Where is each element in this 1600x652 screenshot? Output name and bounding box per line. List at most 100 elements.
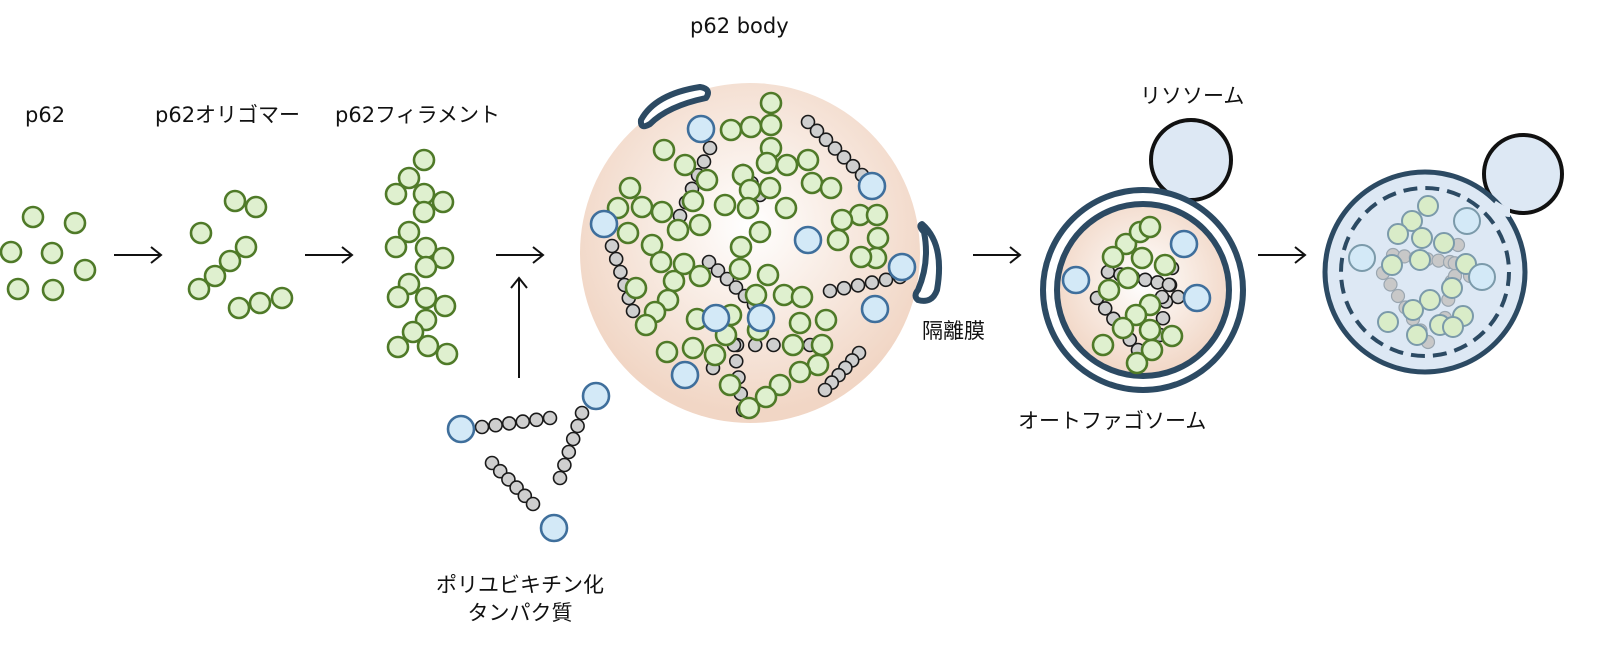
autophagosome-contents xyxy=(1061,215,1212,375)
p62-molecule xyxy=(755,151,779,175)
p62-molecule xyxy=(866,226,890,250)
arrow-oligomer-to-filament xyxy=(305,246,354,264)
p62-molecule xyxy=(616,221,640,245)
ubiquitin xyxy=(515,414,531,429)
substrate-protein xyxy=(793,225,823,255)
p62-molecule xyxy=(819,176,843,200)
ubiquitin xyxy=(878,272,894,288)
ubiquitin xyxy=(827,141,843,156)
p62-molecule xyxy=(1138,318,1162,342)
ubiquitin xyxy=(1155,310,1171,326)
p62-molecule xyxy=(624,276,648,300)
ubiquitin xyxy=(822,283,838,299)
p62-molecule xyxy=(830,208,854,232)
isolation-membrane-top xyxy=(637,84,711,130)
p62-molecule xyxy=(1091,333,1115,357)
p62-molecule xyxy=(756,263,780,287)
p62-molecule xyxy=(728,257,752,281)
p62-molecule xyxy=(788,360,812,384)
p62-molecule xyxy=(1097,278,1121,302)
ubiquitin xyxy=(845,158,861,174)
autolysosome-contents xyxy=(1348,195,1496,350)
substrate-protein xyxy=(589,209,619,239)
p62-molecule xyxy=(1377,311,1399,333)
ubiquitin xyxy=(574,405,590,421)
p62-molecule xyxy=(673,153,697,177)
label-p62-oligomer: p62オリゴマー xyxy=(155,103,300,127)
p62-molecule xyxy=(227,296,251,320)
p62-molecule xyxy=(634,313,658,337)
ubiquitin xyxy=(809,123,825,139)
ubiquitin xyxy=(800,114,816,130)
p62-molecule xyxy=(1433,232,1455,254)
ubiquitin xyxy=(525,496,541,512)
ubiquitin xyxy=(625,303,641,319)
p62-molecule xyxy=(652,138,676,162)
ubiquitin xyxy=(701,254,717,270)
ubiquitin xyxy=(1390,288,1406,304)
ubiquitin xyxy=(710,263,726,278)
p62-molecule xyxy=(73,258,97,282)
p62-molecule xyxy=(774,196,798,220)
p62-molecule xyxy=(189,221,213,245)
ubiquitin xyxy=(836,150,852,165)
label-isolation-membrane: 隔離膜 xyxy=(922,319,985,343)
p62-molecule xyxy=(1101,245,1125,269)
label-p62-body: p62 body xyxy=(690,14,789,38)
p62-molecule xyxy=(754,385,778,409)
ubiquitin xyxy=(561,444,577,460)
ubiquitin xyxy=(818,132,834,147)
p62-molecule xyxy=(187,277,211,301)
ubiquitin xyxy=(728,353,744,369)
ubiquitin xyxy=(529,412,544,428)
p62-molecule xyxy=(1138,215,1162,239)
p62-molecule xyxy=(412,200,436,224)
autolysosome-inner-dashed-membrane xyxy=(1339,186,1511,358)
arrow-body-to-autophagosome xyxy=(973,246,1022,264)
p62-molecule xyxy=(748,220,772,244)
ubiquitin xyxy=(817,382,833,398)
p62-molecule xyxy=(433,294,457,318)
ubiquitin xyxy=(864,275,880,290)
p62-molecule xyxy=(401,320,425,344)
isolation-membrane-right xyxy=(912,221,943,304)
p62-molecule xyxy=(739,115,763,139)
label-lysosome: リソソーム xyxy=(1140,84,1244,108)
ubiquitin xyxy=(1097,301,1113,316)
p62-molecule xyxy=(431,190,455,214)
p62-molecule xyxy=(248,291,272,315)
label-p62: p62 xyxy=(25,103,65,127)
p62-molecule xyxy=(270,286,294,310)
substrate-protein xyxy=(1182,283,1212,313)
p62-molecule xyxy=(737,396,761,420)
substrate-protein xyxy=(686,114,716,144)
substrate-protein xyxy=(1468,263,1496,291)
label-polyubiquitinated-protein-line2: タンパク質 xyxy=(468,601,573,625)
p62-molecule xyxy=(386,335,410,359)
p62-molecule xyxy=(865,203,889,227)
substrate-protein xyxy=(670,360,700,390)
p62-molecule xyxy=(41,278,65,302)
p62-molecule xyxy=(1406,324,1428,346)
p62-molecule xyxy=(397,166,421,190)
substrate-protein xyxy=(1348,244,1376,272)
p62-molecule xyxy=(688,213,712,237)
p62-molecule xyxy=(649,250,673,274)
p62-molecule xyxy=(1409,249,1431,271)
p62-molecule xyxy=(758,176,782,200)
p62-molecule xyxy=(826,228,850,252)
polyubiquitinated-proteins xyxy=(446,381,611,543)
lysosome xyxy=(1149,118,1233,202)
p62-molecule xyxy=(218,249,242,273)
p62-molecule xyxy=(414,255,438,279)
ubiquitin xyxy=(474,419,490,435)
p62-molecule xyxy=(759,91,783,115)
p62-molecule xyxy=(800,171,824,195)
ubiquitin xyxy=(542,410,558,426)
arrow-filament-to-body xyxy=(496,246,545,264)
p62-molecule xyxy=(681,336,705,360)
p62-molecule xyxy=(234,235,258,259)
p62-molecule xyxy=(63,211,87,235)
p62-molecule xyxy=(1111,316,1135,340)
